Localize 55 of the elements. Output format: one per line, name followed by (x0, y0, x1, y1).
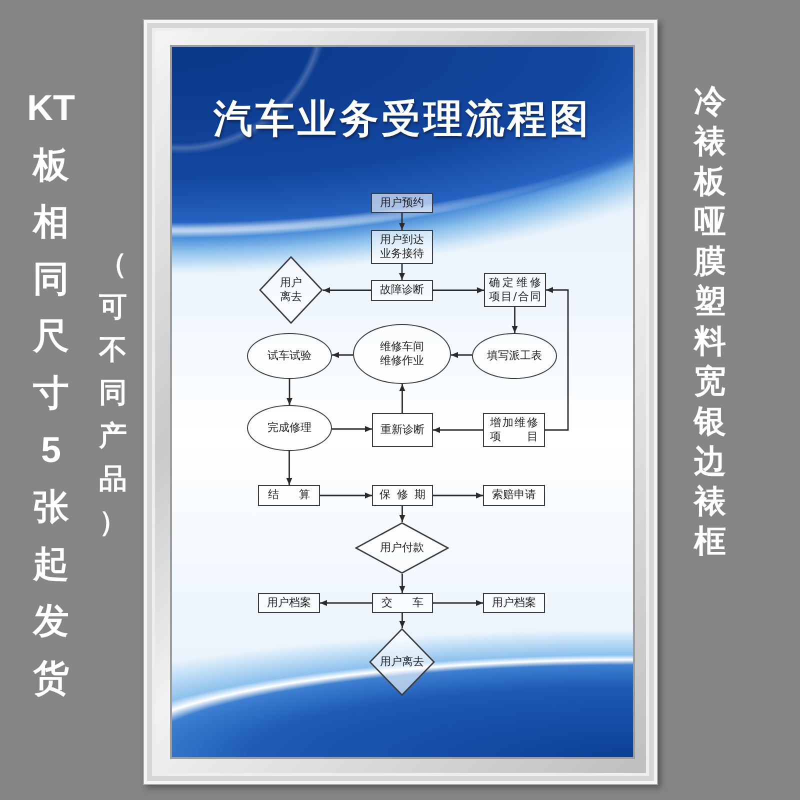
process-box (372, 485, 433, 506)
process-box (483, 593, 545, 613)
vertical-caption: 冷裱板哑膜塑料宽银边裱框 (694, 82, 726, 561)
arrow (399, 613, 406, 628)
arrow (433, 492, 483, 498)
arrow (332, 352, 353, 358)
node-label: 用户到达业务接待 (379, 232, 425, 262)
arrow (399, 384, 406, 413)
node-label: 用户档案 (492, 596, 536, 610)
node-label: 用户离去 (380, 654, 424, 670)
arrow (399, 574, 406, 593)
process-box (483, 413, 545, 447)
node-label: 索赔申请 (492, 488, 536, 503)
node-label: 用户档案 (267, 596, 311, 610)
arrow (332, 426, 372, 432)
node-label: 用户预约 (380, 196, 424, 210)
arrow (433, 427, 483, 433)
node-label: 交车 (382, 596, 424, 610)
arrow (512, 307, 518, 333)
arrow (399, 506, 406, 522)
node-label: 用户离去 (279, 276, 303, 304)
arrow (399, 213, 405, 230)
arrow (320, 492, 372, 498)
node-label: 故障诊断 (380, 283, 424, 298)
arrow (320, 600, 372, 606)
node-label: 试车试验 (268, 348, 312, 364)
node-label: 维修车间维修作业 (379, 340, 425, 368)
poster-title: 汽车业务受理流程图 (212, 96, 592, 144)
process-box (258, 593, 320, 613)
node-label: 结算 (268, 488, 310, 503)
arrow (323, 287, 371, 294)
node-label: 用户付款 (380, 540, 424, 556)
process-box (371, 280, 433, 301)
node-label: 重新诊断 (380, 422, 424, 438)
vertical-caption: （可不同产品） (99, 247, 127, 539)
arrow (433, 287, 484, 294)
node-label: 确定维修项目/合同 (489, 276, 541, 304)
process-box (372, 413, 433, 447)
arrow (545, 287, 569, 431)
node-label: 填写派工表 (487, 348, 542, 364)
arrow (433, 600, 483, 606)
node-label: 完成修理 (268, 420, 312, 436)
process-box (258, 485, 320, 506)
arrow (451, 352, 472, 358)
arrow (286, 451, 292, 485)
arrow (286, 379, 292, 405)
node-label: 增加维修项目 (490, 416, 538, 444)
process-box (484, 273, 546, 307)
node-label: 保修期 (380, 488, 426, 503)
process-box (371, 230, 433, 264)
process-box (483, 485, 545, 506)
process-box (372, 593, 433, 613)
arrow (399, 264, 405, 280)
vertical-caption: KT板相同尺寸5张起发货 (26, 86, 76, 700)
process-box (371, 193, 433, 213)
